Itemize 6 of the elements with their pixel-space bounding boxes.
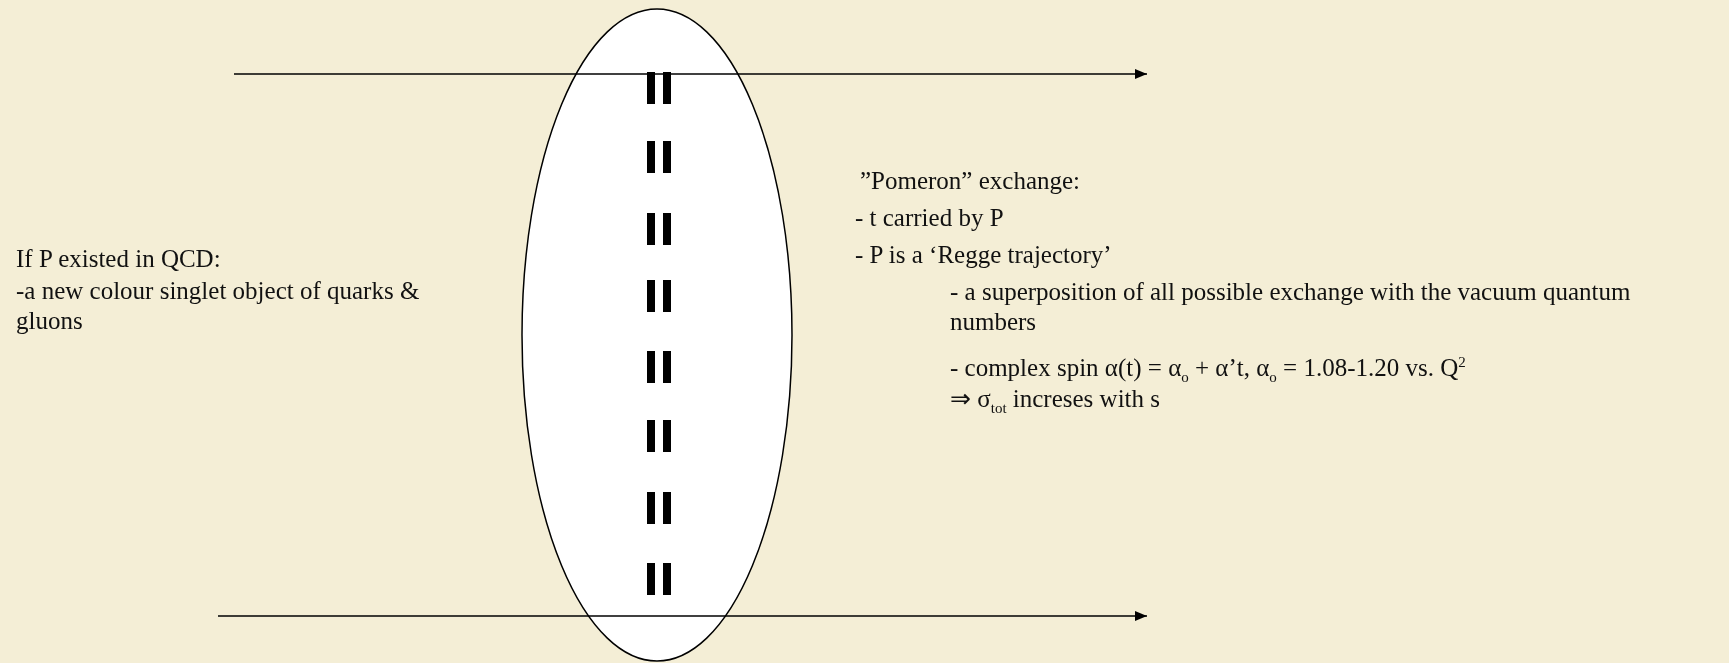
note-text: - P is a ‘Regge trajectory’ [855,240,1113,270]
note-text: If P existed in QCD: [16,244,222,274]
note-text: - t carried by P [855,203,1005,233]
note-text: -a new colour singlet object of quarks & gluons [16,276,421,336]
note-text: - a superposition of all possible exchange with the vacuum quantum numbers [950,277,1632,337]
note-text: ”Pomeron” exchange: [860,166,1082,196]
